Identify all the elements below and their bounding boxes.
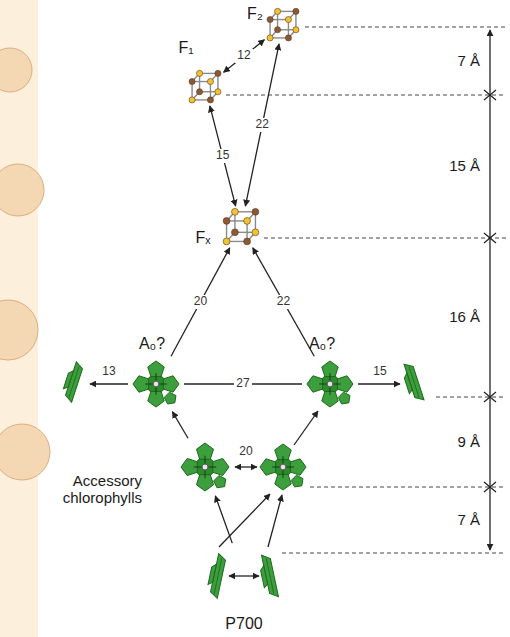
node-shape: [304, 358, 356, 410]
distance-label: 13: [100, 365, 117, 378]
chlorophyll-edge-on: [258, 554, 279, 600]
distance-label: 22: [254, 118, 271, 131]
transfer-arrow: [215, 496, 232, 543]
node-label: Fₓ: [195, 229, 210, 247]
special-pair: P700: [205, 545, 283, 607]
transfer-arrow: [294, 411, 318, 445]
iron-sulfur-cluster: Fₓ: [222, 208, 260, 246]
node-shape: [178, 440, 232, 494]
chlorophyll-ring: [307, 361, 353, 407]
chlorophyll-acceptor: A₀?: [130, 358, 182, 410]
node-shape: [222, 208, 260, 246]
chlorophyll-edge-on: [60, 361, 84, 403]
node-label: A₀?: [139, 335, 165, 353]
transfer-arrow: [253, 248, 315, 357]
transfer-arrow: [268, 495, 282, 547]
dashed-level-line: [305, 27, 506, 28]
chlorophyll-acceptor: A₀?: [304, 358, 356, 410]
node-label: P700: [225, 615, 262, 633]
iron-sulfur-cluster: F₂: [266, 8, 300, 42]
distance-label: 27: [234, 377, 251, 390]
transfer-arrow: [358, 383, 400, 384]
node-label: F₁: [178, 39, 193, 57]
background-circle: [0, 424, 50, 480]
background-circle: [0, 300, 38, 360]
dashed-level-line: [310, 487, 506, 488]
distance-label: 20: [237, 445, 254, 458]
dashed-level-line: [282, 553, 506, 554]
distance-label: 15: [371, 365, 388, 378]
iron-sulfur-cluster: [267, 8, 299, 41]
dimension-bar: [489, 30, 490, 550]
distance-label: 12: [235, 49, 252, 62]
dimension-label: 7 Å: [455, 53, 482, 70]
transfer-arrow: [224, 40, 265, 72]
transfer-arrow: [90, 383, 128, 384]
background-circle: [0, 48, 32, 92]
node-shape: [188, 70, 222, 104]
node-label: Accessory chlorophylls: [42, 472, 142, 507]
dashed-level-line: [436, 397, 506, 398]
accessory-chlorophyll: Accessory chlorophylls: [178, 440, 232, 494]
transfer-arrow: [172, 412, 188, 439]
transfer-arrow: [229, 575, 259, 576]
distance-label: 22: [275, 295, 292, 308]
chlorophyll-ring: [133, 361, 179, 407]
iron-sulfur-cluster: [189, 70, 221, 103]
background-circle: [0, 164, 44, 216]
node-label: A₀?: [309, 335, 335, 353]
iron-sulfur-cluster: [223, 208, 259, 244]
distance-label: 20: [192, 295, 209, 308]
transfer-arrow: [171, 248, 230, 356]
node-shape: [205, 545, 283, 607]
dimension-label: 15 Å: [447, 158, 482, 175]
node-label: F₂: [247, 5, 263, 23]
node-shape: [266, 8, 300, 42]
iron-sulfur-cluster: F₁: [188, 70, 222, 104]
transfer-arrow: [235, 466, 257, 467]
transfer-arrow: [210, 106, 236, 206]
transfer-arrow: [245, 44, 279, 206]
dimension-label: 9 Å: [455, 434, 482, 451]
dimension-label: 7 Å: [455, 512, 482, 529]
chlorophyll-ring: [260, 444, 306, 490]
distance-label: 15: [214, 149, 231, 162]
chlorophyll-edge-on: [206, 553, 227, 599]
chlorophyll-ring: [181, 443, 229, 491]
transfer-arrow: [219, 494, 270, 547]
chlorophyll-edge-on: [400, 362, 424, 404]
dashed-level-line: [264, 238, 506, 239]
node-shape: [130, 358, 182, 410]
dimension-label: 16 Å: [447, 309, 482, 326]
